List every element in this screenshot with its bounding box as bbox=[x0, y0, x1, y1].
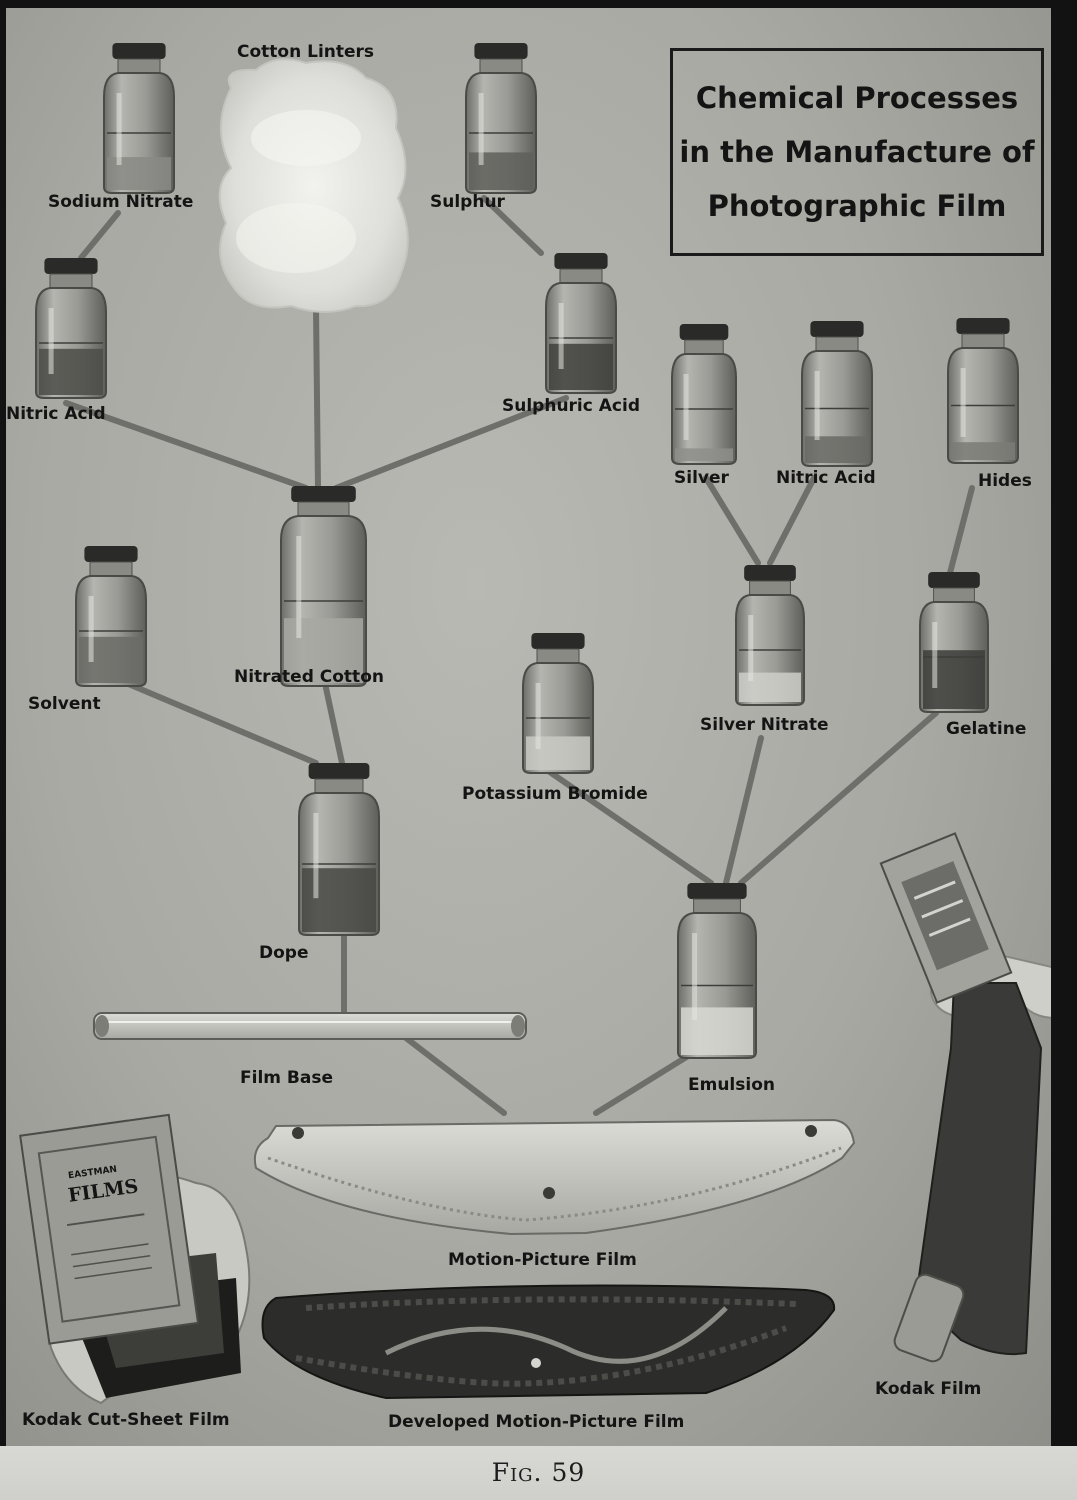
bottle-emulsion bbox=[677, 883, 757, 1059]
label-kodak-film: Kodak Film bbox=[875, 1379, 982, 1399]
label-nitric-acid-2: Nitric Acid bbox=[776, 468, 876, 488]
label-nitric-acid-1: Nitric Acid bbox=[6, 404, 106, 424]
label-sulphur: Sulphur bbox=[430, 192, 505, 212]
bottle-sulphuric-acid bbox=[545, 253, 617, 394]
label-dope: Dope bbox=[259, 943, 309, 963]
bottle-solvent bbox=[75, 546, 147, 687]
title-line-1: Chemical Processes bbox=[695, 81, 1019, 115]
bottle-potassium-bromide bbox=[522, 633, 594, 774]
connector-gelatine-to-emulsion bbox=[738, 710, 939, 886]
label-cotton-linters: Cotton Linters bbox=[237, 42, 375, 62]
caption-strip bbox=[0, 1446, 1077, 1500]
connector-sulphur-to-sulphuric bbox=[481, 195, 544, 256]
cotton-linters-sample bbox=[218, 58, 409, 313]
label-hides: Hides bbox=[978, 471, 1032, 491]
label-sodium-nitrate: Sodium Nitrate bbox=[48, 192, 194, 212]
connector-sulphuric-to-nitrated bbox=[333, 395, 569, 491]
label-kodak-cut-sheet-film: Kodak Cut-Sheet Film bbox=[22, 1410, 230, 1430]
developed-film-sample bbox=[261, 1284, 836, 1400]
bottle-hides bbox=[947, 318, 1019, 464]
title-line-3: Photographic Film bbox=[707, 189, 1007, 223]
bottle-nitric-acid-1 bbox=[35, 258, 107, 399]
label-potassium-bromide: Potassium Bromide bbox=[462, 784, 648, 804]
connector-hides-to-gelatine bbox=[947, 485, 975, 576]
label-nitrated-cotton: Nitrated Cotton bbox=[234, 667, 384, 687]
cut-sheet-film-box bbox=[19, 1113, 251, 1405]
connector-silver-to-nitrate bbox=[703, 475, 761, 566]
connector-sodium-to-nitric bbox=[78, 210, 121, 261]
label-developed-motion-picture-film: Developed Motion-Picture Film bbox=[388, 1412, 685, 1432]
diagram-artwork bbox=[19, 43, 1051, 1405]
kodak-film-roll bbox=[879, 832, 1051, 1363]
label-sulphuric-acid: Sulphuric Acid bbox=[502, 396, 640, 416]
figure-caption: Fig. 59 bbox=[491, 1458, 586, 1487]
label-emulsion: Emulsion bbox=[688, 1075, 775, 1095]
film-base-sample bbox=[93, 1012, 527, 1040]
flow-connectors bbox=[63, 195, 975, 1116]
label-silver-nitrate: Silver Nitrate bbox=[700, 715, 829, 735]
bottle-group bbox=[35, 43, 1019, 1059]
bottle-silver-nitrate bbox=[735, 565, 805, 706]
connector-bromide-to-emulsion bbox=[541, 765, 714, 886]
bottle-nitric-acid-2 bbox=[801, 321, 873, 467]
connector-nitrated-to-dope bbox=[323, 685, 345, 766]
bottle-nitrated-cotton bbox=[280, 486, 367, 687]
motion-picture-film-sample bbox=[253, 1118, 856, 1236]
connector-cotton-to-nitrated bbox=[313, 305, 321, 491]
label-gelatine: Gelatine bbox=[946, 719, 1027, 739]
connector-base-to-film bbox=[403, 1035, 507, 1116]
label-silver: Silver bbox=[674, 468, 729, 488]
label-solvent: Solvent bbox=[28, 694, 101, 714]
title-line-2: in the Manufacture of bbox=[679, 135, 1035, 169]
bottle-dope bbox=[298, 763, 380, 936]
connector-nitric-to-nitrate bbox=[767, 475, 817, 566]
connector-solvent-to-dope bbox=[123, 680, 319, 766]
bottle-gelatine bbox=[919, 572, 989, 713]
connector-nitric-to-nitrated bbox=[63, 400, 309, 491]
label-motion-picture-film: Motion-Picture Film bbox=[448, 1250, 637, 1270]
bottle-silver bbox=[671, 324, 737, 465]
title-box: Chemical Processes in the Manufacture of… bbox=[670, 48, 1044, 256]
display-board: Chemical Processes in the Manufacture of… bbox=[6, 8, 1051, 1450]
connector-nitrate-to-emulsion bbox=[723, 735, 764, 886]
bottle-sulphur bbox=[465, 43, 537, 194]
bottle-sodium-nitrate bbox=[103, 43, 175, 194]
label-film-base: Film Base bbox=[240, 1068, 333, 1088]
